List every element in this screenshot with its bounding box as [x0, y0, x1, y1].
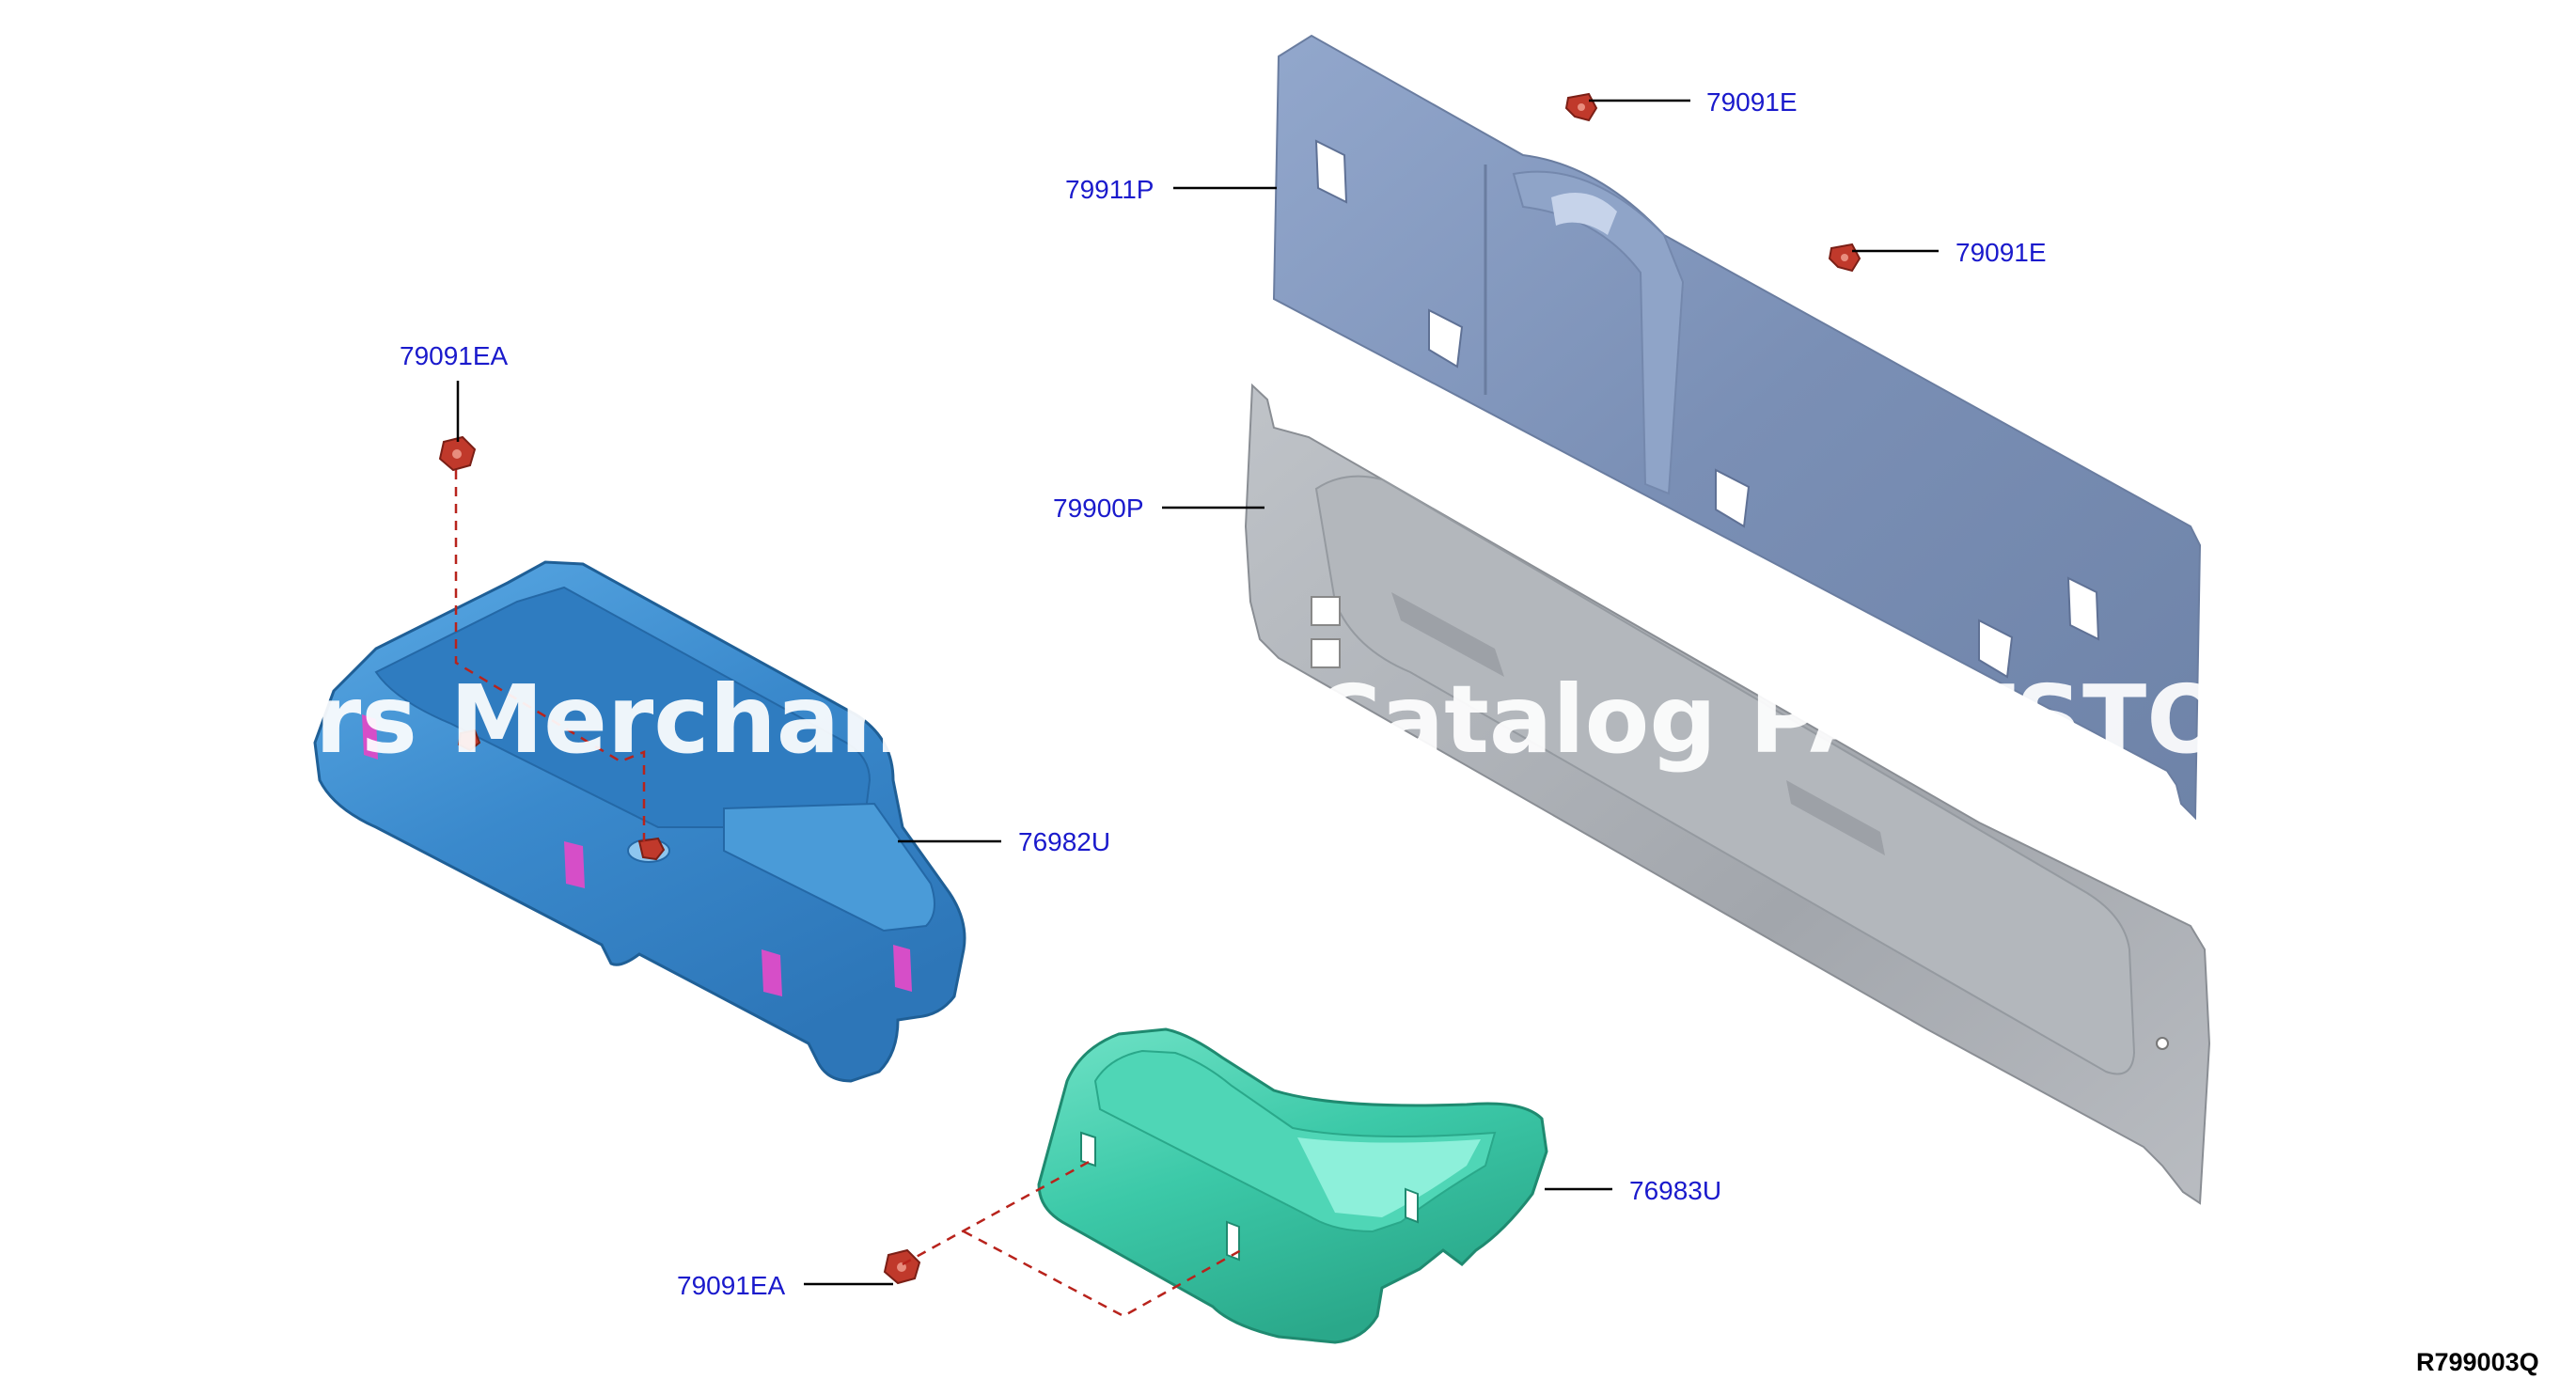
storage-box-76982U: [313, 560, 966, 1083]
back-panel-opening: [1311, 638, 1341, 668]
callout-79091EA-top[interactable]: 79091EA: [400, 341, 509, 370]
clip-in-box: [637, 837, 666, 861]
box-clip-slot: [893, 945, 912, 992]
clip-79091E-right: [1828, 243, 1861, 273]
callout-79900P[interactable]: 79900P: [1053, 494, 1144, 523]
trim-slot: [1314, 139, 1348, 204]
clip-in-box-corner: [457, 729, 481, 752]
clip-79091EA-top: [438, 435, 477, 472]
trim-slot: [1715, 468, 1751, 528]
trim-slot: [2066, 576, 2100, 641]
box-clip-slot: [564, 841, 585, 888]
clip-79091EA-bottom: [883, 1248, 921, 1285]
callout-76983U[interactable]: 76983U: [1629, 1176, 1721, 1205]
box-clip-slot: [762, 949, 782, 996]
assembly-lines: [454, 470, 1242, 1318]
callout-76982U[interactable]: 76982U: [1018, 827, 1110, 856]
back-panel-opening: [1311, 596, 1341, 626]
clip-79091E-top: [1564, 92, 1598, 122]
callout-79911P[interactable]: 79911P: [1065, 175, 1154, 204]
diagram-reference-code: R799003Q: [2416, 1348, 2539, 1376]
back-panel-79900P: [1244, 383, 2211, 1205]
callout-79091EA-bottom[interactable]: 79091EA: [677, 1271, 786, 1300]
trim-slot: [1428, 308, 1464, 368]
watermark: rs Merchant Catalog PARTSTO: [315, 665, 2226, 775]
callout-79091E-top[interactable]: 79091E: [1706, 87, 1798, 117]
trim-panel-79911P: [1272, 34, 2202, 821]
callout-79091E-right[interactable]: 79091E: [1956, 238, 2047, 267]
trim-slot: [1978, 619, 2014, 679]
box-clip-slot: [362, 714, 378, 760]
leader-lines: [456, 99, 1939, 1286]
storage-tray-76983U: [1037, 1027, 1548, 1344]
